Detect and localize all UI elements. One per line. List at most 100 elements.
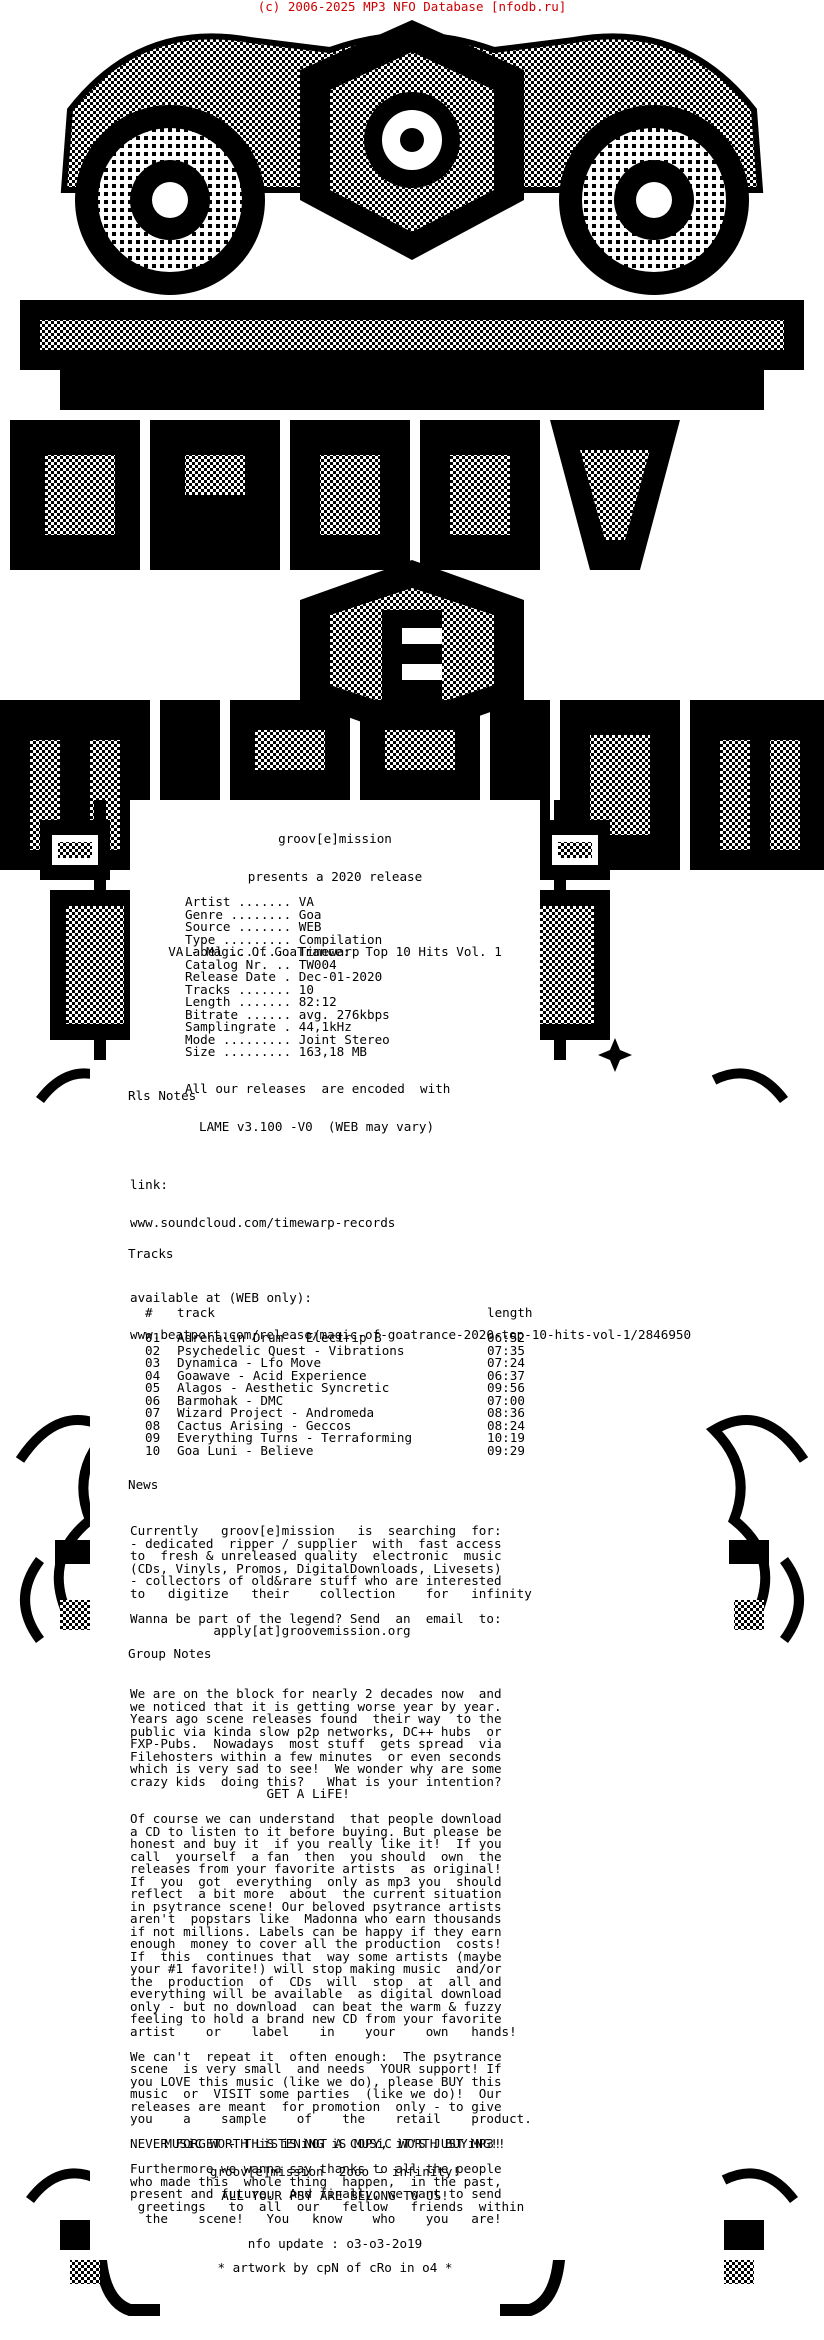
group-notes-line: We can't repeat it often enough: The psy… [130, 2048, 502, 2064]
info-value: TW004 [298, 956, 337, 972]
info-row: Catalog Nr. .. TW004 [185, 956, 390, 972]
soundcloud-link[interactable]: www.soundcloud.com/timewarp-records [130, 1214, 396, 1230]
info-value: VA [298, 894, 314, 909]
news-line: - collectors of old&rare stuff who are i… [130, 1573, 502, 1588]
track-title: Adrenalin Drum - Electrip B [177, 1330, 382, 1345]
info-value: 10 [298, 981, 314, 997]
nfodb-header-link[interactable]: (c) 2006-2025 MP3 NFO Database [nfodb.ru… [257, 0, 567, 14]
news-line: Currently groov[e]mission is searching f… [130, 1523, 502, 1538]
col-num-header: # [145, 1305, 153, 1320]
info-value: WEB [298, 919, 322, 934]
info-label: Catalog Nr. .. [185, 956, 292, 972]
info-value: Joint Stereo [298, 1031, 390, 1047]
news-line: to fresh & unreleased quality electronic… [130, 1548, 502, 1563]
group-notes-line: in psytrance scene! Our beloved psytranc… [130, 1898, 502, 1914]
track-row: 01 Adrenalin Drum - Electrip B 06:52 [145, 1330, 533, 1345]
group-notes-line: who made this whole thing happen, in the… [130, 2173, 502, 2189]
info-label: Artist ....... [185, 894, 292, 909]
news-heading: News [128, 1477, 159, 1492]
group-notes-line: Of course we can understand that people … [130, 1811, 502, 1826]
release-title: VA - Magic Of GoaTrance: Top 10 Hits Vol… [168, 943, 502, 959]
track-number: 05 [145, 1380, 161, 1395]
available-label: available at (WEB only): [130, 1289, 312, 1305]
info-row: Artist ....... VA [185, 894, 390, 909]
info-row: Label ........ Timewarp [185, 945, 390, 959]
group-notes-line: your #1 favorite!) will stop making musi… [130, 1961, 502, 1976]
info-value: 163,18 MB [298, 1044, 367, 1059]
group-notes-line: If you got everything only as mp3 you sh… [130, 1873, 502, 1889]
footer-motto: MUSiC WORTH LiSTENiNG iS MUSiC WORTH BUY… [164, 2136, 506, 2151]
group-notes-line: you a sample of the retail product. [130, 2111, 532, 2126]
info-row: Release Date . Dec-01-2020 [185, 969, 390, 984]
info-value: avg. 276kbps [298, 1006, 390, 1022]
tracklist-header-row: # track length [145, 1305, 533, 1320]
info-label: Release Date . [185, 969, 292, 984]
group-notes-body: We are on the block for nearly 2 decades… [130, 1686, 532, 2226]
group-notes-line: scene is very small and needs YOUR suppo… [130, 2061, 502, 2076]
group-notes-line: only - but no download can beat the warm… [130, 1998, 502, 2014]
encode-note-line-2: LAME v3.100 -V0 (WEB may vary) [199, 1118, 435, 1134]
info-row: Type ......... Compilation [185, 931, 390, 947]
info-value: 44,1kHz [298, 1019, 352, 1034]
info-row: Samplingrate . 44,1kHz [185, 1019, 390, 1034]
track-number: 03 [145, 1355, 161, 1370]
logo-groov [10, 420, 680, 570]
info-label: Mode ......... [185, 1031, 292, 1047]
group-notes-line: music or VISIT some parties (like we do)… [130, 2086, 502, 2101]
info-label: Tracks ....... [185, 981, 292, 997]
news-line: (CDs, Vinyls, Promos, DigitalDownloads, … [130, 1560, 502, 1576]
footer-update: nfo update : o3-o3-2o19 [247, 2236, 423, 2251]
track-length: 06:52 [487, 1330, 525, 1345]
group-notes-line: FXP-Pubs. Nowadays most stuff gets sprea… [130, 1736, 502, 1751]
track-length: 08:24 [487, 1417, 525, 1433]
group-notes-heading: Group Notes [128, 1646, 212, 1661]
tracklist: # track length 01 Adrenalin Drum - Electr… [145, 1282, 533, 1470]
track-length: 07:00 [487, 1392, 525, 1408]
group-notes-line: call yourself a fan then you should own … [130, 1848, 502, 1864]
track-title: Dynamica - Lfo Move [177, 1355, 322, 1370]
group-notes-line: crazy kids doing this? What is your inte… [130, 1773, 502, 1789]
group-notes-line: greetings to all our fellow friends with… [130, 2198, 525, 2214]
group-notes-line: the production of CDs will stop at all a… [130, 1973, 502, 1989]
track-number: 02 [145, 1342, 161, 1358]
group-notes-line: Filehosters within a few minutes or even… [130, 1748, 502, 1764]
info-value: 82:12 [298, 994, 337, 1009]
group-notes-line: We are on the block for nearly 2 decades… [130, 1686, 502, 1701]
group-notes-line: GET A LiFE! [130, 1786, 350, 1801]
info-label: Type ......... [185, 931, 292, 947]
info-label: Genre ........ [185, 906, 292, 922]
track-number: 10 [145, 1442, 161, 1458]
track-title: Barmohak - DMC [177, 1392, 284, 1408]
track-length: 08:36 [487, 1405, 525, 1420]
news-line: apply[at]groovemission.org [130, 1623, 411, 1638]
track-number: 01 [145, 1330, 161, 1345]
beatport-link[interactable]: www.beatport.com/release/magic-of-goatra… [130, 1327, 692, 1342]
info-label: Length ....... [185, 994, 292, 1009]
news-line: Wanna be part of the legend? Send an ema… [130, 1610, 502, 1626]
group-notes-line: the scene! You know who you are! [130, 2211, 502, 2226]
group-notes-line: Furthermore we wanna say thanks to all t… [130, 2161, 502, 2176]
group-notes-line: enough money to cover all the production… [130, 1936, 502, 1951]
track-number: 04 [145, 1367, 161, 1383]
info-row: Genre ........ Goa [185, 906, 390, 922]
track-title: Psychedelic Quest - Vibrations [177, 1342, 405, 1358]
col-track-header: track [177, 1305, 215, 1320]
tracks-heading: Tracks [128, 1246, 174, 1261]
intro-subtitle: presents a 2020 release [247, 868, 423, 884]
track-length: 10:19 [487, 1430, 525, 1445]
content-column-wide [90, 1060, 570, 2260]
rls-notes-heading: Rls Notes [128, 1088, 197, 1103]
track-title: Wizard Project - Andromeda [177, 1405, 375, 1420]
track-title: Goawave - Acid Experience [177, 1367, 367, 1383]
info-value: Compilation [298, 931, 383, 947]
tracklist-table: # track length 01 Adrenalin Drum - Electr… [145, 1305, 533, 1458]
info-value: Goa [298, 906, 322, 922]
info-row: Mode ......... Joint Stereo [185, 1031, 390, 1047]
group-notes-line: present and future. And finally, we want… [130, 2186, 502, 2201]
group-notes-line: feeling to hold a brand new CD from your… [130, 2011, 502, 2026]
speaker-crest [20, 20, 804, 410]
group-notes-line: artist or label in your own hands! [130, 2023, 517, 2039]
